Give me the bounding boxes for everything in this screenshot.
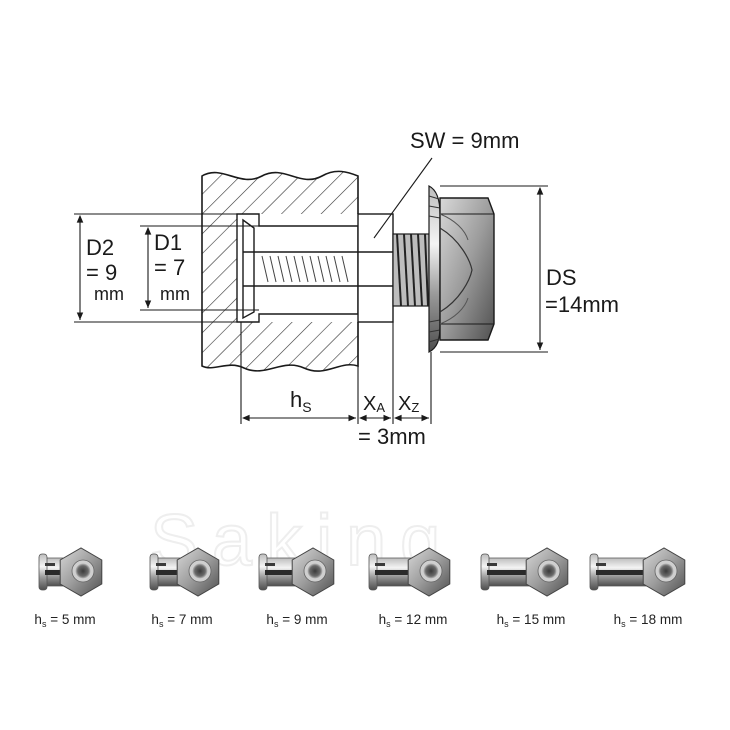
- insert-variant: [480, 547, 569, 597]
- variant-label: hs = 5 mm: [15, 612, 115, 629]
- variant-label: hs = 15 mm: [481, 612, 581, 629]
- d2-value: = 9: [86, 260, 117, 285]
- x-value-label: = 3mm: [358, 424, 426, 449]
- variant-subscript: s: [504, 619, 509, 629]
- dimension-d1: [140, 225, 259, 311]
- variant-label: hs = 9 mm: [247, 612, 347, 629]
- variant-value: = 15 mm: [508, 612, 566, 627]
- variant-label: hs = 12 mm: [363, 612, 463, 629]
- insert-variant: [258, 547, 335, 597]
- d2-name: D2: [86, 235, 114, 260]
- d2-unit: mm: [94, 284, 124, 304]
- ds-value: =14mm: [545, 292, 619, 317]
- xz-label: XZ: [398, 393, 419, 415]
- variant-symbol: h: [151, 612, 159, 627]
- dimension-d2: [74, 213, 237, 323]
- variant-subscript: s: [273, 619, 279, 629]
- d1-name: D1: [154, 230, 182, 255]
- variant-symbol: h: [266, 612, 274, 627]
- ds-name: DS: [546, 265, 577, 290]
- variant-subscript: s: [158, 619, 164, 629]
- dimension-hs-xa-xz: [240, 322, 432, 424]
- variant-subscript: s: [386, 619, 391, 629]
- variant-value: = 7 mm: [163, 612, 213, 627]
- variants-row: [38, 547, 686, 597]
- insert-variant: [589, 547, 686, 597]
- variant-symbol: h: [378, 612, 387, 627]
- bolt: [392, 185, 495, 353]
- variant-subscript: s: [621, 619, 626, 629]
- sw-label: SW = 9mm: [410, 128, 519, 153]
- d1-value: = 7: [154, 255, 185, 280]
- d1-unit: mm: [160, 284, 190, 304]
- variant-value: = 18 mm: [625, 612, 683, 627]
- variant-subscript: s: [41, 619, 47, 629]
- variant-value: = 5 mm: [46, 612, 96, 627]
- variant-label: hs = 18 mm: [598, 612, 698, 629]
- insert-variant: [38, 547, 103, 597]
- variant-value: = 12 mm: [390, 612, 448, 627]
- variant-symbol: h: [34, 612, 42, 627]
- insert-variant: [368, 547, 451, 597]
- xa-label: XA: [363, 393, 385, 415]
- insert-section: [236, 213, 394, 323]
- variant-symbol: h: [496, 612, 505, 627]
- variant-value: = 9 mm: [278, 612, 328, 627]
- insert-variant: [149, 547, 220, 597]
- hs-main-label: hS: [290, 387, 312, 415]
- variant-label: hs = 7 mm: [132, 612, 232, 629]
- dimension-ds: [440, 185, 548, 353]
- sw-leader: [373, 157, 433, 239]
- variant-symbol: h: [613, 612, 622, 627]
